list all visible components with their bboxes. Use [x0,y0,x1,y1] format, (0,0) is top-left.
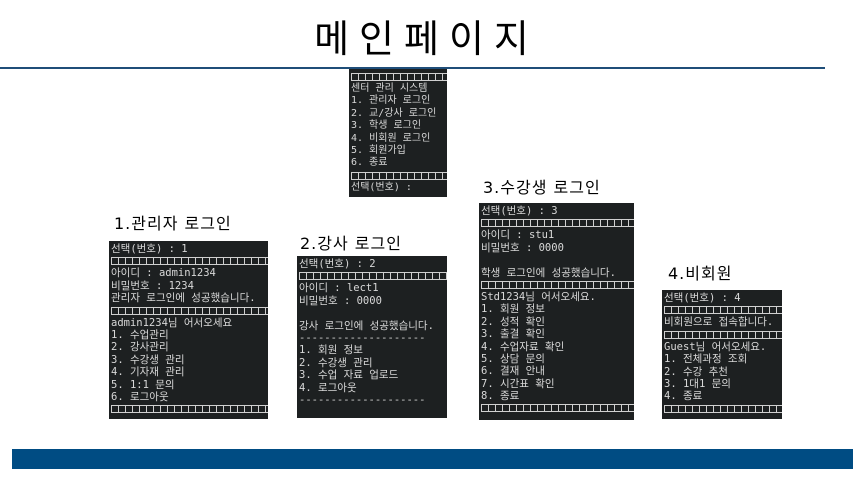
console-line: 선택(번호) : 2 [299,258,376,270]
dash-separator: -------------------- [299,393,426,406]
console-line: 1. 전체과정 조회 [664,353,748,366]
console-line: 1. 회원 정보 [481,303,545,316]
instructor-login-caption: 2.강사 로그인 [300,234,402,253]
dash-separator: -------------------- [299,331,426,344]
separator [481,404,634,413]
console-line: 3. 수강생 관리 [111,353,185,366]
separator [481,280,634,289]
console-line: 7. 시간표 확인 [481,377,555,390]
console-line: 4. 로그아웃 [299,381,357,394]
separator [111,306,268,315]
footer-bar [12,449,853,469]
separator [664,306,782,315]
console-line: 비회원으로 접속합니다. [664,316,774,329]
console-line: admin1234님 어서오세요 [111,316,233,329]
console-line: 비밀번호 : 0000 [299,294,382,307]
separator [664,404,782,413]
console-line: 학생 로그인에 성공했습니다. [481,266,616,279]
console-line: 6. 결재 안내 [481,365,545,378]
admin-login-caption: 1.관리자 로그인 [114,214,232,233]
console-line: 2. 수강 추천 [664,365,728,378]
console-line: 비밀번호 : 1234 [111,279,194,292]
console-line: 3. 학생 로그인 [351,120,422,132]
console-line: 6. 종료 [351,157,388,169]
console-line: 비밀번호 : 0000 [481,241,564,254]
console-line: 4. 기자재 관리 [111,366,185,379]
student-login-caption: 3.수강생 로그인 [483,178,601,197]
separator [481,219,634,228]
console-line: 강사 로그인에 성공했습니다. [299,319,434,332]
guest-console: 선택(번호) : 4 비회원으로 접속합니다. Guest님 어서오세요.1. 전체… [662,290,782,419]
console-line: Std1234님 어서오세요. [481,290,596,303]
console-line: 아이디 : lect1 [299,282,379,295]
console-line: 아이디 : stu1 [481,229,555,242]
guest-caption: 4.비회원 [668,264,733,283]
console-line: 선택(번호) : [351,181,412,193]
separator [111,405,268,414]
console-line: 1. 회원 정보 [299,344,363,357]
console-line: 6. 로그아웃 [111,390,169,403]
console-line: 3. 출결 확인 [481,328,545,341]
console-line: 1. 수업관리 [111,328,169,341]
blank-line [299,307,447,319]
separator [351,73,447,81]
console-line: 3. 수업 자료 업로드 [299,369,399,382]
console-line: 센터 관리 시스템 [351,83,428,94]
blank-line [481,254,634,266]
console-line: 3. 1대1 문의 [664,377,731,390]
console-line: 4. 수업자료 확인 [481,340,565,353]
console-line: 아이디 : admin1234 [111,267,216,280]
console-line: 2. 강사관리 [111,341,169,354]
console-line: 선택(번호) : 3 [481,205,558,217]
header-divider [0,67,825,69]
console-line: 4. 비회원 로그인 [351,132,431,144]
console-line: 5. 1:1 문의 [111,378,175,391]
console-line: 선택(번호) : 4 [664,292,741,304]
page-title: 메인페이지 [314,17,539,61]
console-line: 1. 관리자 로그인 [351,95,431,107]
separator [351,171,447,180]
separator [664,330,782,339]
console-line: 2. 수강생 관리 [299,356,373,369]
separator [111,257,268,266]
console-line: 2. 성적 확인 [481,315,545,328]
console-line: 8. 종료 [481,390,520,403]
console-line: Guest님 어서오세요. [664,340,767,353]
console-line: 4. 종료 [664,390,703,403]
console-line: 5. 상담 문의 [481,352,545,365]
console-line: 2. 교/강사 로그인 [351,107,437,119]
console-line: 5. 회원가입 [351,144,406,156]
console-line: 선택(번호) : 1 [111,243,188,255]
separator [299,272,447,281]
console-line: 관리자 로그인에 성공했습니다. [111,292,256,305]
